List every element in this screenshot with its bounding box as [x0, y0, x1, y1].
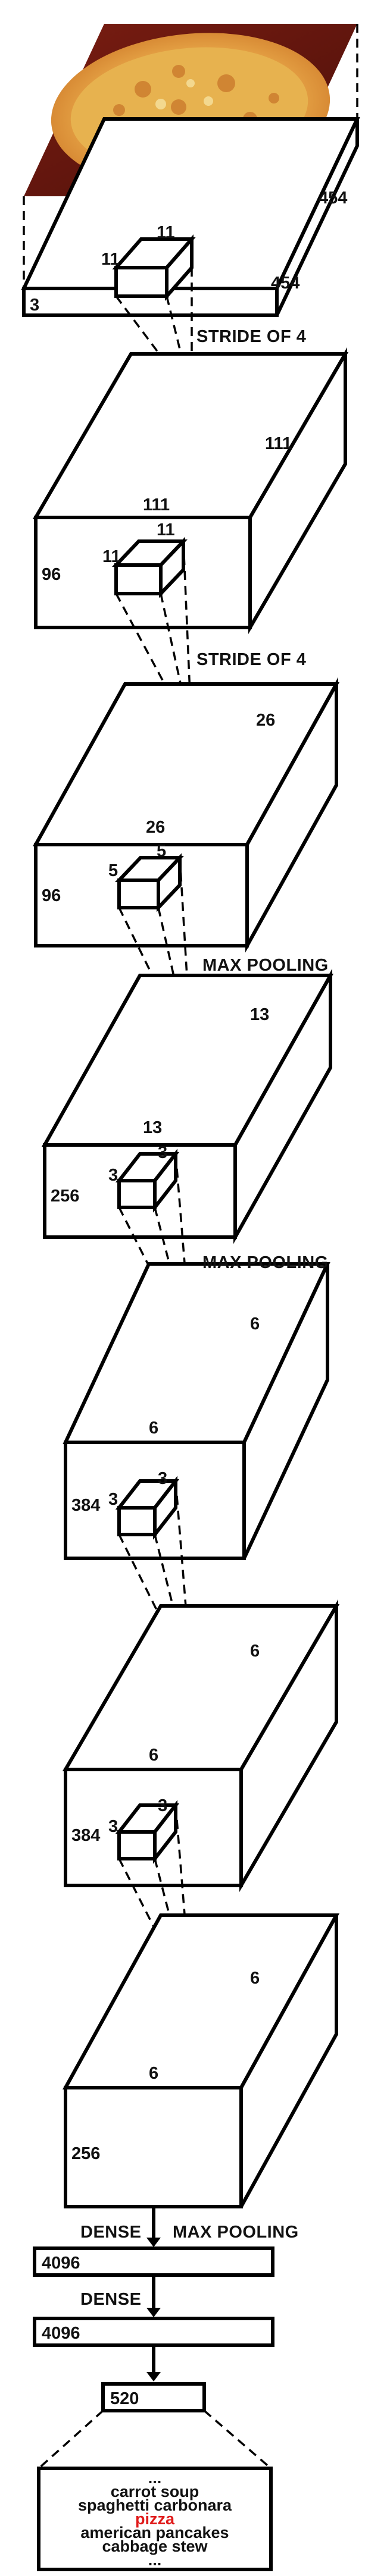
volume-5-kernel-label-a: 3: [158, 1796, 167, 1815]
volume-5-depth-label: 384: [71, 1826, 100, 1845]
input-kernel-front: [114, 266, 169, 298]
operation-max-pooling-1: MAX POOLING: [202, 956, 329, 975]
volume-1-kernel-label-b: 11: [102, 547, 121, 566]
output-class-1: ...: [148, 2469, 162, 2487]
output-projection-left: [38, 2409, 104, 2470]
volume-6-height-label: 6: [250, 1969, 260, 1988]
volume-4: [63, 1262, 330, 1560]
volume-2-kernel-label-a: 5: [157, 842, 166, 861]
volume-4-kernel-label-a: 3: [158, 1469, 167, 1488]
volume-2: [32, 677, 340, 953]
volume-1-kernel-projection-2: [182, 541, 193, 735]
labels: 3454454111196111111111196262655256131333…: [30, 189, 347, 2569]
dense-label-1: DENSE: [80, 2223, 141, 2242]
volume-6-width-label: 6: [149, 2064, 158, 2083]
volume-4-kernel-front: [117, 1506, 157, 1536]
volume-3-width-label: 13: [143, 1118, 162, 1137]
operation-stride-1: STRIDE OF 4: [196, 327, 306, 346]
final-max-pooling-label: MAX POOLING: [173, 2223, 299, 2242]
fc-layer-2-box: [33, 2317, 274, 2347]
fc-layer-3-box: [101, 2382, 206, 2412]
output-class-3: spaghetti carbonara: [78, 2496, 232, 2514]
volume-5-kernel: [115, 1800, 180, 1864]
output-class-2: carrot soup: [111, 2483, 199, 2500]
volume-5-kernel-label-b: 3: [108, 1817, 118, 1836]
volume-5-height-label: 6: [250, 1642, 260, 1661]
input-width-label: 454: [271, 274, 299, 293]
volume-1-depth-label: 96: [42, 565, 61, 584]
input-kernel-projection-1: [166, 296, 193, 398]
volume-3-kernel-label-a: 3: [158, 1143, 167, 1162]
volume-5-front: [64, 1768, 243, 1887]
volume-2-depth-label: 96: [42, 886, 61, 905]
volume-2-kernel-front: [117, 878, 160, 909]
volume-4-height-label: 6: [250, 1314, 260, 1334]
volume-6-depth-label: 256: [71, 2144, 100, 2163]
volume-1: [32, 347, 349, 635]
volume-5-width-label: 6: [149, 1746, 158, 1765]
volume-6: [62, 1913, 340, 2208]
arrow-to-fc1-head: [146, 2238, 161, 2247]
output-classes-box: [37, 2467, 273, 2571]
volume-4-depth-label: 384: [71, 1496, 100, 1515]
volume-6-front: [64, 2086, 243, 2208]
input-kernel-label-a: 11: [157, 223, 175, 242]
output-class-5: american pancakes: [80, 2524, 229, 2542]
volume-3-height-label: 13: [250, 1005, 269, 1024]
operation-stride-2: STRIDE OF 4: [196, 650, 306, 669]
volume-1-width-label: 111: [143, 495, 170, 514]
input-depth-label: 3: [30, 296, 39, 315]
volume-5-kernel-front: [117, 1830, 157, 1860]
volume-2-height-label: 26: [256, 711, 275, 730]
volume-5: [62, 1599, 340, 1893]
layer-structure: [21, 24, 360, 2571]
fc-layer-2-label: 4096: [42, 2324, 80, 2343]
volume-3-kernel-front: [117, 1179, 157, 1209]
volume-4-width-label: 6: [149, 1419, 158, 1438]
dense-label-2: DENSE: [80, 2290, 141, 2309]
operation-max-pooling-2: MAX POOLING: [202, 1253, 329, 1272]
volume-2-width-label: 26: [146, 818, 165, 837]
volume-1-kernel-label-a: 11: [157, 520, 175, 539]
volume-3-kernel-label-b: 3: [108, 1166, 118, 1185]
volume-3: [41, 968, 334, 1244]
input-kernel-label-b: 11: [101, 250, 120, 269]
volume-1-height-label: 111: [265, 434, 292, 453]
output-class-6: cabbage stew: [102, 2537, 208, 2555]
output-class-4: pizza: [135, 2510, 175, 2528]
fc-layer-1-box: [33, 2246, 274, 2277]
fc-layer-1-label: 4096: [42, 2254, 80, 2273]
fc-layer-3-label: 520: [110, 2389, 139, 2408]
volume-4-kernel: [115, 1476, 180, 1540]
arrow-to-fc3-head: [146, 2372, 161, 2382]
output-projection-right: [203, 2409, 272, 2470]
input-height-label: 454: [319, 189, 347, 208]
volume-3-depth-label: 256: [51, 1187, 79, 1206]
volume-1-kernel-front: [114, 563, 163, 595]
volume-2-kernel-label-b: 5: [108, 861, 118, 880]
volume-1-kernel-projection-0: [115, 593, 193, 735]
volume-4-kernel-label-b: 3: [108, 1490, 118, 1509]
arrow-to-fc2-head: [146, 2308, 161, 2317]
output-class-7: ...: [148, 2551, 162, 2569]
